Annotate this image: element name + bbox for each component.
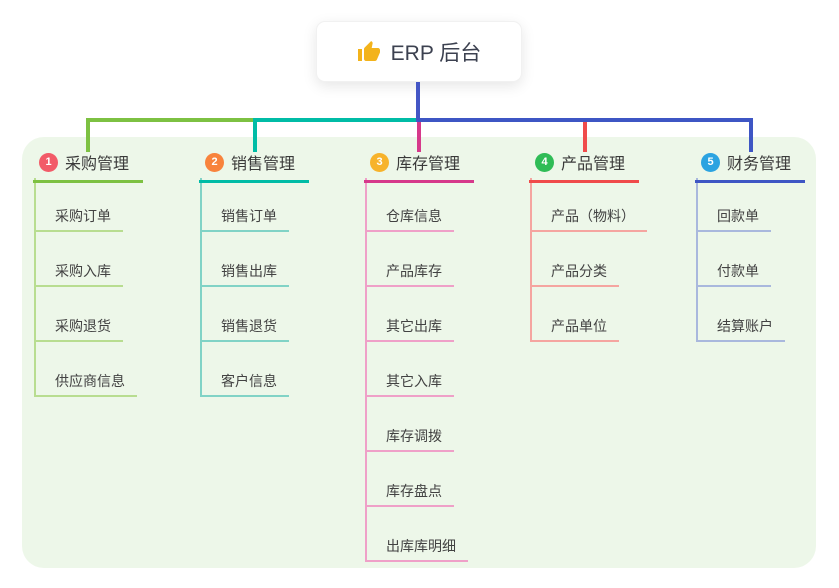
connector-bus-segment — [255, 118, 416, 122]
child-node[interactable]: 产品库存 — [365, 263, 454, 287]
root-node[interactable]: ERP 后台 — [316, 21, 522, 82]
child-node[interactable]: 采购退货 — [34, 318, 123, 342]
branch-trunk — [365, 178, 367, 562]
child-node[interactable]: 供应商信息 — [34, 373, 137, 397]
root-label: ERP 后台 — [390, 41, 482, 65]
child-node[interactable]: 产品分类 — [530, 263, 619, 287]
branch-number-badge: 4 — [535, 152, 554, 172]
child-node[interactable]: 库存盘点 — [365, 483, 454, 507]
branch-trunk — [34, 178, 36, 397]
child-node[interactable]: 其它入库 — [365, 373, 454, 397]
branches-panel-background — [22, 137, 816, 568]
thumbs-up-icon — [357, 40, 380, 61]
connector-bus-segment — [86, 118, 257, 122]
connector-drop — [253, 118, 257, 152]
child-node[interactable]: 产品单位 — [530, 318, 619, 342]
child-node[interactable]: 采购入库 — [34, 263, 123, 287]
child-node[interactable]: 销售退货 — [200, 318, 289, 342]
child-node[interactable]: 仓库信息 — [365, 208, 454, 232]
branch-number-badge: 5 — [701, 152, 720, 172]
child-node[interactable]: 回款单 — [696, 208, 771, 232]
branch-trunk — [530, 178, 532, 342]
branch-node-5[interactable]: 5 财务管理 — [695, 150, 806, 183]
child-node[interactable]: 销售订单 — [200, 208, 289, 232]
connector-drop — [417, 122, 421, 152]
connector-drop — [86, 118, 90, 152]
branch-number-badge: 2 — [205, 152, 224, 172]
branch-node-1[interactable]: 1 采购管理 — [33, 150, 144, 183]
child-node[interactable]: 采购订单 — [34, 208, 123, 232]
connector-bus-segment — [418, 118, 753, 122]
child-node[interactable]: 产品（物料） — [530, 208, 647, 232]
child-node[interactable]: 客户信息 — [200, 373, 289, 397]
branch-label: 库存管理 — [396, 156, 461, 173]
child-node[interactable]: 出库库明细 — [365, 538, 468, 562]
child-node[interactable]: 付款单 — [696, 263, 771, 287]
branch-number-badge: 1 — [39, 152, 58, 172]
branch-node-2[interactable]: 2 销售管理 — [199, 150, 310, 183]
branch-trunk — [696, 178, 698, 342]
connector-drop — [749, 118, 753, 152]
child-node[interactable]: 库存调拨 — [365, 428, 454, 452]
child-node[interactable]: 结算账户 — [696, 318, 785, 342]
branch-trunk — [200, 178, 202, 397]
branch-number-badge: 3 — [370, 152, 389, 172]
branch-label: 采购管理 — [65, 156, 130, 173]
branch-node-3[interactable]: 3 库存管理 — [364, 150, 475, 183]
child-node[interactable]: 销售出库 — [200, 263, 289, 287]
branch-label: 财务管理 — [727, 156, 792, 173]
branch-label: 销售管理 — [231, 156, 296, 173]
branch-label: 产品管理 — [561, 156, 626, 173]
connector-root-stem — [416, 82, 420, 122]
child-node[interactable]: 其它出库 — [365, 318, 454, 342]
branch-node-4[interactable]: 4 产品管理 — [529, 150, 640, 183]
connector-drop — [583, 122, 587, 152]
